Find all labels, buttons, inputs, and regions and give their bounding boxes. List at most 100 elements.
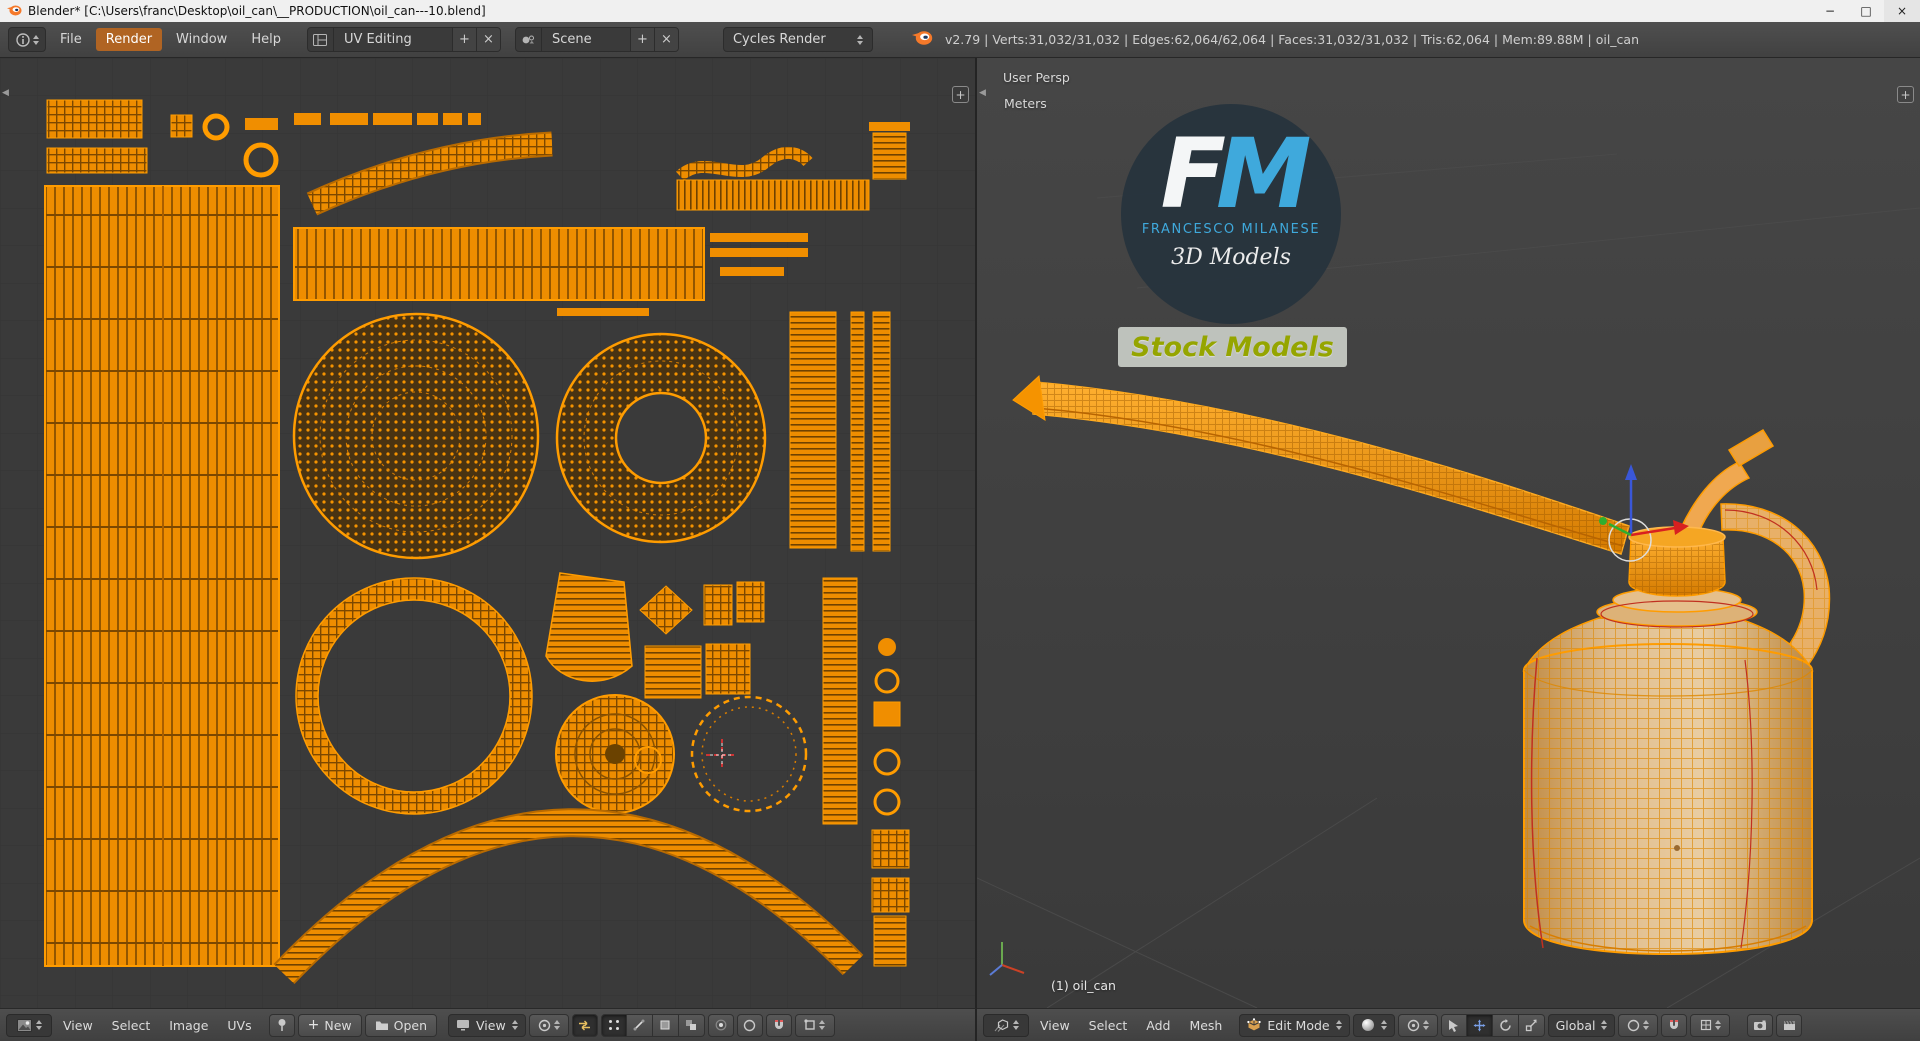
new-image-button[interactable]: + New [297,1013,362,1037]
pivot-dropdown-uv[interactable] [528,1013,569,1037]
pin-image-button[interactable] [268,1013,295,1037]
screen-layout-browse-button[interactable] [308,28,334,51]
add-scene-button[interactable]: + [629,28,654,51]
uv-menu-view[interactable]: View [63,1017,93,1033]
pivot-icon [538,1019,550,1031]
app-menu-button[interactable] [8,27,46,52]
delete-scene-button[interactable]: × [653,28,678,51]
orientation-dropdown[interactable]: Global [1547,1013,1616,1037]
blender-app-icon [6,4,22,19]
magnet-icon [1670,1019,1679,1029]
opengl-render-animation-button[interactable] [1776,1013,1803,1037]
minimize-button[interactable]: − [1824,4,1836,18]
fm-logo-letters: FM [1121,126,1341,222]
translate-manipulator-toggle[interactable] [1466,1013,1493,1037]
select-mode-edge[interactable] [626,1013,653,1037]
open-image-button[interactable]: Open [364,1013,437,1037]
mode-value: Edit Mode [1267,1017,1330,1033]
clapperboard-icon [1783,1020,1795,1030]
add-layout-button[interactable]: + [451,28,476,51]
unit-system-overlay: Meters [1004,96,1047,111]
proportional-edit-dropdown[interactable] [1618,1013,1659,1037]
delete-layout-button[interactable]: × [475,28,500,51]
opengl-render-image-button[interactable] [1747,1013,1774,1037]
viewport-3d-icon [994,1018,1008,1032]
island-icon [686,1020,697,1030]
menu-help[interactable]: Help [251,32,281,47]
v3d-menu-mesh[interactable]: Mesh [1189,1017,1223,1033]
select-mode-island[interactable] [678,1013,705,1037]
logo-letter-f: F [1160,118,1226,230]
select-mode-vertex[interactable] [600,1013,627,1037]
view-name-overlay: User Persp [1003,70,1070,85]
viewport-properties-region-toggle[interactable]: + [1897,86,1914,103]
shading-sphere-icon [1361,1019,1374,1031]
editor-type-button-3d[interactable] [983,1013,1029,1037]
region-collapse-arrow[interactable]: ◀ [2,88,9,98]
close-button[interactable]: × [1884,0,1920,22]
bottom-headers: View Select Image UVs + New Open View [0,1008,1920,1041]
translate-icon [1473,1019,1486,1031]
chevron-updown-icon [1380,1020,1387,1030]
chevron-updown-icon [553,1020,560,1030]
scene-icon [523,35,535,43]
engine-value: Cycles Render [732,32,826,47]
logo-letter-m: M [1216,118,1311,230]
viewport-header: View Select Add Mesh Edit Mode [977,1008,1920,1041]
blender-info-icon [15,32,30,47]
chevron-updown-icon [35,1020,42,1030]
scene-browse-button[interactable] [516,28,542,51]
uv-image-editor[interactable]: ◀ + [0,58,977,1008]
menu-window[interactable]: Window [176,32,228,47]
v3d-menu-add[interactable]: Add [1146,1017,1171,1033]
menu-render[interactable]: Render [95,28,163,51]
rotate-manipulator-toggle[interactable] [1492,1013,1519,1037]
logo-tagline: 3D Models [1171,245,1291,270]
editor-type-button-uv[interactable] [6,1013,52,1037]
scene-value[interactable]: Scene [551,32,592,47]
maximize-button[interactable]: □ [1860,4,1872,18]
screen-layout-value[interactable]: UV Editing [343,32,412,47]
snap-toggle-uv[interactable] [765,1013,792,1037]
uv-2d-cursor [706,739,738,771]
render-engine-dropdown[interactable]: Cycles Render [722,27,873,52]
manipulator-toggle[interactable] [1440,1013,1467,1037]
image-mode-dropdown[interactable]: View [448,1013,526,1037]
open-image-label: Open [393,1017,427,1033]
sticky-select-dropdown[interactable] [707,1013,734,1037]
uv-menu-select[interactable]: Select [111,1017,151,1033]
transform-manipulator [1599,464,1689,562]
chevron-updown-icon [1643,1020,1650,1030]
uv-select-mode-buttons [600,1013,705,1037]
snap-element-dropdown[interactable] [1690,1013,1731,1037]
logo-author-name: FRANCESCO MILANESE [1141,222,1321,237]
uv-menu-image[interactable]: Image [169,1017,209,1033]
uv-menu-uvs[interactable]: UVs [227,1017,252,1033]
uv-sync-selection-toggle[interactable] [571,1013,598,1037]
edge-icon [633,1019,645,1031]
scale-manipulator-toggle[interactable] [1518,1013,1545,1037]
snap-target-dropdown-uv[interactable] [794,1013,835,1037]
v3d-menu-select[interactable]: Select [1088,1017,1128,1033]
uv-properties-region-toggle[interactable]: + [952,86,969,103]
pointer-icon [1449,1019,1459,1032]
viewport-shading-dropdown[interactable] [1352,1013,1395,1037]
mode-dropdown[interactable]: Edit Mode [1239,1013,1350,1037]
main-area: ◀ + [0,58,1920,1008]
viewport-3d[interactable]: User Persp Meters FM FRANCESCO MILANESE … [977,58,1920,1008]
pivot-center-dropdown[interactable] [1397,1013,1438,1037]
layout-icon [313,33,328,46]
viewport-canvas[interactable] [977,58,1920,1008]
region-collapse-arrow[interactable]: ◀ [979,88,986,98]
v3d-menu-view[interactable]: View [1040,1017,1070,1033]
display-mode-icon [457,1020,469,1031]
uv-canvas[interactable] [0,58,977,1008]
edit-mode-cube-icon [1247,1018,1262,1032]
chevron-updown-icon [1601,1020,1608,1030]
select-mode-face[interactable] [652,1013,679,1037]
proportional-edit-dropdown-uv[interactable] [736,1013,763,1037]
snap-toggle[interactable] [1661,1013,1688,1037]
proportional-icon [1628,1019,1640,1031]
menu-file[interactable]: File [60,32,82,47]
